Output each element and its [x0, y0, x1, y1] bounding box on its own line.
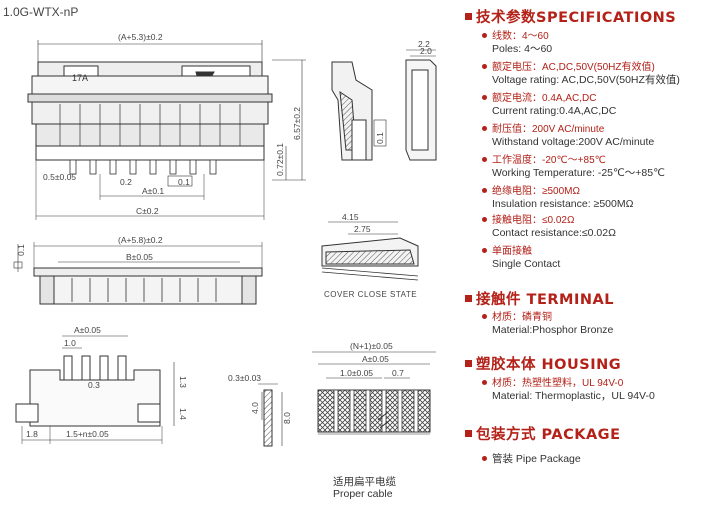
package-type: 管装 Pipe Package	[482, 453, 581, 466]
dim-fp-1-8: 1.8	[26, 429, 38, 439]
housing-heading: 塑胶本体 HOUSING	[465, 353, 621, 374]
technical-drawing: (A+5.3)±0.2 17A 6.57±0.2 0.72±0.1 0.5±0.…	[13, 32, 437, 447]
dim-c: C±0.2	[136, 206, 159, 216]
dim-fp-1-5-n: 1.5+n±0.05	[66, 429, 109, 439]
bullet-icon	[482, 126, 487, 131]
terminal-heading: 接触件 TERMINAL	[465, 288, 614, 309]
cover-close-state-label: COVER CLOSE STATE	[324, 290, 418, 299]
bullet-icon	[482, 314, 487, 319]
section-marker-icon	[465, 13, 472, 20]
bullet-icon	[482, 157, 487, 162]
bullet-icon	[482, 64, 487, 69]
footprint-view	[15, 335, 175, 444]
dim-fp-0-3: 0.3	[88, 380, 100, 390]
bullet-icon	[482, 456, 487, 461]
section-marker-icon	[465, 360, 472, 367]
cable-front-view	[312, 351, 436, 435]
cable-caption-cn: 适用扁平电缆	[333, 476, 396, 488]
package-heading: 包装方式 PACKAGE	[465, 423, 620, 444]
dim-4-15: 4.15	[342, 212, 359, 222]
dim-6-57: 6.57±0.2	[292, 107, 302, 140]
spec-voltage: 额定电压：AC,DC,50V(50HZ有效值)Voltage rating: A…	[482, 61, 680, 87]
dim-0-2: 0.2	[120, 177, 132, 187]
specifications-heading: 技术参数SPECIFICATIONS	[465, 6, 676, 27]
dim-2-2: 2.2	[418, 39, 430, 49]
cable-caption-en: Proper cable	[333, 488, 393, 500]
bullet-icon	[482, 217, 487, 222]
dim-0-5: 0.5±0.05	[43, 172, 76, 182]
section-marker-icon	[465, 430, 472, 437]
bullet-icon	[482, 188, 487, 193]
bullet-icon	[482, 248, 487, 253]
front-view	[27, 40, 306, 220]
bullet-icon	[482, 95, 487, 100]
dim-cab-1-0: 1.0±0.05	[340, 368, 373, 378]
cable-side-view	[258, 383, 283, 447]
dim-cab-0-3: 0.3±0.03	[228, 373, 261, 383]
dim-fp-1-4: 1.4	[178, 408, 188, 420]
dim-2-75: 2.75	[354, 224, 371, 234]
dim-cab-8-0: 8.0	[282, 412, 292, 424]
dim-a: A±0.1	[142, 186, 164, 196]
middle-view	[13, 242, 263, 305]
dim-2-0: 2.0	[420, 46, 432, 56]
dim-0-72: 0.72±0.1	[275, 143, 285, 176]
dim-cab-0-7: 0.7	[392, 368, 404, 378]
cover-close-state-view	[321, 221, 419, 281]
bullet-icon	[482, 380, 487, 385]
dim-a-plus-5-3: (A+5.3)±0.2	[118, 32, 163, 42]
dim-fp-1-3: 1.3	[178, 376, 188, 388]
dim-a-plus-5-8: (A+5.8)±0.2	[118, 235, 163, 245]
dim-cab-a: A±0.05	[362, 354, 389, 364]
dim-fp-1-0: 1.0	[64, 338, 76, 348]
dim-0-1: 0.1	[178, 177, 190, 187]
dim-fp-a: A±0.05	[74, 325, 101, 335]
side-section	[331, 49, 437, 161]
section-marker-icon	[465, 295, 472, 302]
dim-cab-4-0: 4.0	[250, 402, 260, 414]
dim-b: B±0.05	[126, 252, 153, 262]
dim-side-0-1: 0.1	[375, 132, 385, 144]
model-number: 1.0G-WTX-nP	[3, 5, 79, 19]
dim-cab-n-plus-1: (N+1)±0.05	[350, 341, 393, 351]
bullet-icon	[482, 33, 487, 38]
dim-mid-0-1: 0.1	[16, 244, 26, 256]
label-17a: 17A	[72, 73, 88, 83]
